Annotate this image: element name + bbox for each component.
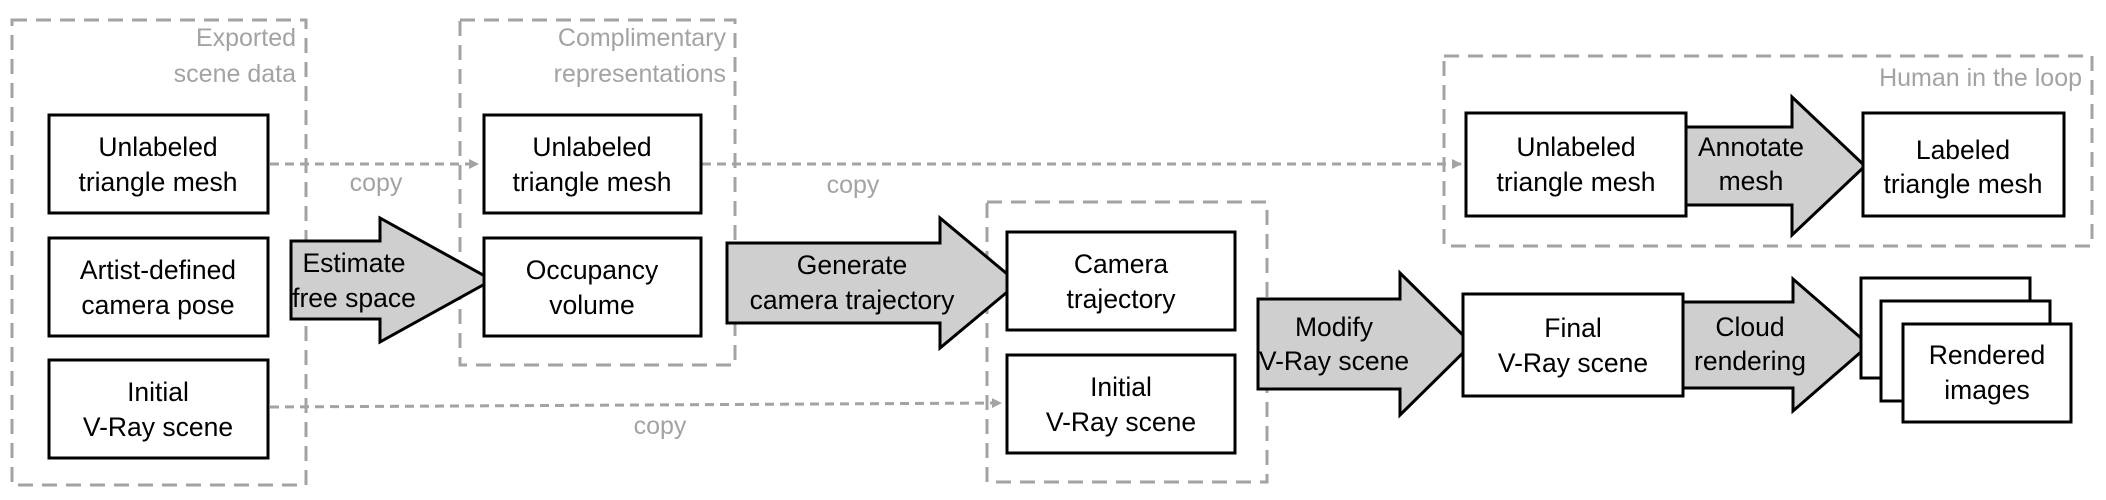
arrow-generate-line1: Generate [797, 250, 908, 280]
box-camera-trajectory-line1: Camera [1074, 249, 1169, 279]
box-unlabeled-mesh-exported-line2: triangle mesh [78, 167, 237, 197]
box-occupancy-volume-line1: Occupancy [526, 255, 659, 285]
group-human-title: Human in the loop [1879, 64, 2082, 92]
arrow-estimate-free-space [289, 215, 496, 345]
box-unlabeled-mesh-exported [47, 113, 270, 215]
group-complimentary-title-line2: representations [554, 60, 726, 88]
box-unlabeled-mesh-exported-line1: Unlabeled [98, 132, 217, 162]
copy-connector-vray-to-initial [269, 398, 1002, 409]
box-rendered-images-line1: Rendered [1929, 340, 2045, 370]
group-exported-title-line2: scene data [174, 60, 296, 88]
copy-label-mesh-to-human: copy [827, 171, 880, 199]
group-exported-scene-data [10, 18, 308, 487]
group-exported-title-line1: Exported [196, 24, 296, 52]
group-complimentary-representations [458, 18, 737, 367]
box-camera-pose [47, 236, 270, 338]
box-occupancy-volume [482, 236, 703, 338]
copy-label-vray-to-initial: copy [634, 412, 687, 440]
arrow-cloud-line1: Cloud [1715, 312, 1784, 342]
box-unlabeled-mesh-complimentary-line2: triangle mesh [512, 167, 671, 197]
box-initial-vray-copy-line1: Initial [1090, 372, 1152, 402]
box-initial-vray-exported-line1: Initial [127, 377, 189, 407]
box-initial-vray-exported [47, 358, 270, 460]
arrow-cloud-rendering [1668, 275, 1872, 415]
arrow-modify-line1: Modify [1295, 312, 1374, 342]
box-rendered-images-line2: images [1944, 375, 2029, 405]
arrow-generate-camera-trajectory [725, 214, 1021, 352]
arrow-annotate-mesh [1672, 93, 1868, 239]
box-rendered-images [1901, 322, 2073, 424]
box-unlabeled-mesh-human-line2: triangle mesh [1496, 167, 1655, 197]
copy-label-mesh-to-complimentary: copy [350, 169, 403, 197]
box-labeled-mesh-line1: Labeled [1916, 135, 2010, 165]
arrow-estimate-line1: Estimate [302, 248, 405, 278]
box-labeled-mesh-line2: triangle mesh [1883, 169, 2042, 199]
arrow-estimate-line2: free space [292, 283, 416, 313]
group-complimentary-title-line1: Complimentary [558, 24, 727, 52]
arrow-modify-vray-scene [1256, 269, 1475, 419]
box-initial-vray-copy-line2: V-Ray scene [1046, 407, 1196, 437]
box-initial-vray-exported-line2: V-Ray scene [83, 412, 233, 442]
arrow-cloud-line2: rendering [1694, 346, 1806, 376]
box-unlabeled-mesh-human-line1: Unlabeled [1516, 132, 1635, 162]
box-labeled-mesh [1861, 111, 2066, 218]
box-final-vray-scene-line1: Final [1544, 313, 1601, 343]
box-camera-pose-line1: Artist-defined [80, 255, 236, 285]
box-final-vray-scene [1461, 292, 1685, 398]
arrow-modify-line2: V-Ray scene [1259, 346, 1409, 376]
box-camera-trajectory [1005, 230, 1237, 332]
box-unlabeled-mesh-human [1464, 111, 1688, 218]
arrow-generate-line2: camera trajectory [750, 285, 955, 315]
box-unlabeled-mesh-complimentary-line1: Unlabeled [532, 132, 651, 162]
box-final-vray-scene-line2: V-Ray scene [1498, 348, 1648, 378]
arrow-annotate-line2: mesh [1719, 166, 1784, 196]
group-human-in-the-loop [1442, 54, 2094, 248]
box-initial-vray-copy [1005, 353, 1237, 455]
arrow-annotate-line1: Annotate [1698, 132, 1804, 162]
box-unlabeled-mesh-complimentary [482, 113, 703, 215]
box-camera-pose-line2: camera pose [81, 290, 234, 320]
box-occupancy-volume-line2: volume [549, 290, 634, 320]
box-camera-trajectory-line2: trajectory [1067, 284, 1177, 314]
